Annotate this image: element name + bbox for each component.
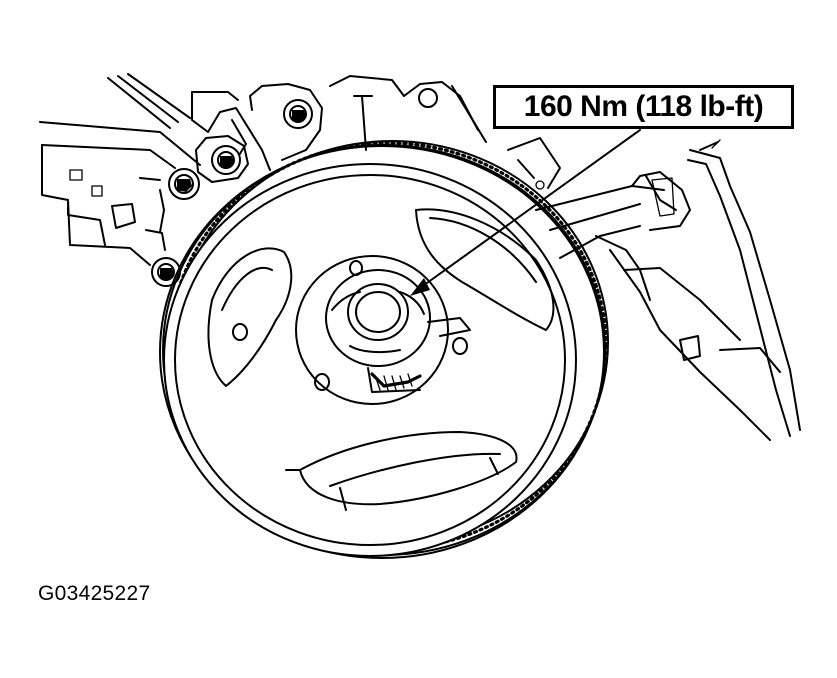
- crankshaft-pulley: [159, 140, 609, 559]
- torque-leader-arrow: [410, 129, 641, 296]
- torque-callout: 160 Nm (118 lb-ft): [493, 85, 794, 129]
- engine-block-left: [39, 73, 561, 266]
- torque-spec-label: 160 Nm (118 lb-ft): [523, 90, 764, 123]
- block-bolt-upper: [283, 99, 313, 129]
- figure-id: G03425227: [38, 582, 151, 605]
- block-bolt-left: [168, 168, 200, 200]
- engine-bracket-right: [535, 139, 801, 441]
- block-bolt-middle: [211, 145, 241, 175]
